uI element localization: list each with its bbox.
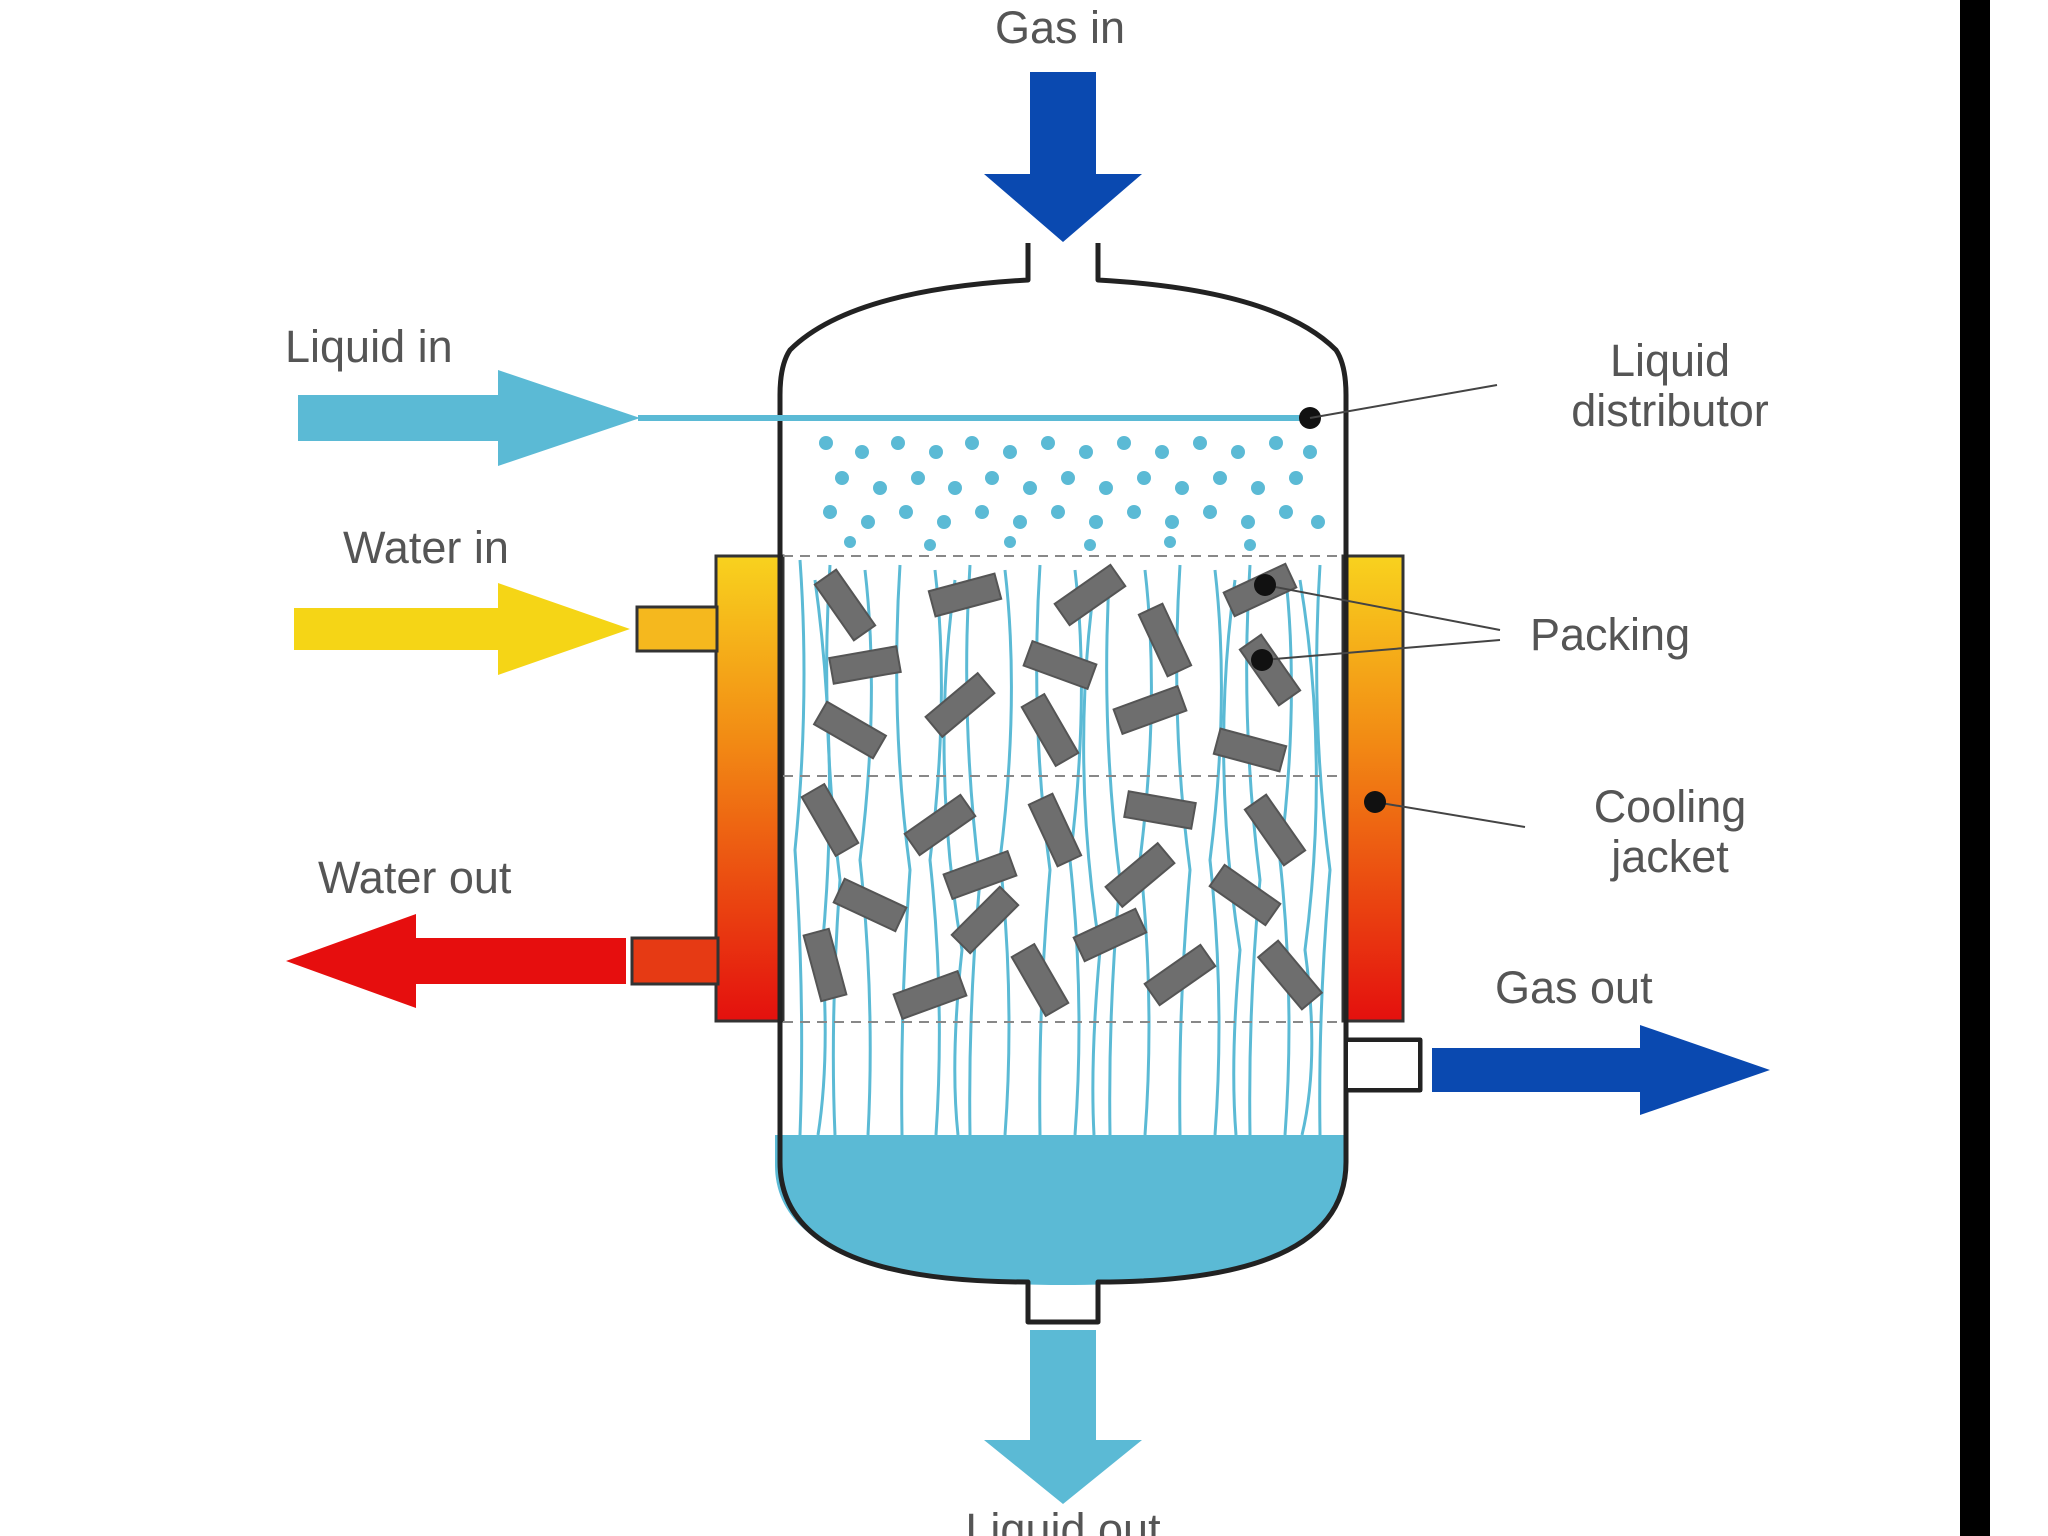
water-out-nozzle: [630, 936, 720, 986]
gas-out-label: Gas out: [1495, 962, 1653, 1013]
cooling-jacket-right: [1341, 554, 1405, 1023]
liquid-droplets: [819, 436, 1325, 551]
liquid-distributor-label-2: distributor: [1571, 385, 1769, 436]
water-in-nozzle: [635, 605, 719, 653]
liquid-pool: [775, 1135, 1344, 1285]
cooling-jacket-label-1: Cooling: [1594, 781, 1747, 832]
liquid-in-arrow: [298, 370, 640, 466]
section-lines: [783, 555, 1343, 1023]
liquid-distributor-label-1: Liquid: [1610, 335, 1730, 386]
water-out-arrow: [286, 914, 626, 1008]
water-out-label: Water out: [318, 852, 512, 903]
packing: [800, 562, 1324, 1021]
gas-out-nozzle: [1344, 1038, 1422, 1092]
gas-in-arrow: [984, 72, 1142, 242]
liquid-out-arrow: [984, 1330, 1142, 1504]
label-leaders: [1261, 384, 1526, 828]
cooling-jacket-label-2: jacket: [1609, 831, 1729, 882]
label-dots: [1251, 574, 1386, 813]
right-border: [1960, 0, 1990, 1536]
gas-in-label: Gas in: [995, 2, 1125, 53]
packing-label: Packing: [1530, 609, 1690, 660]
water-in-label: Water in: [343, 522, 509, 573]
cooling-jacket-left: [714, 554, 785, 1023]
liquid-in-label: Liquid in: [285, 321, 453, 372]
water-in-arrow: [294, 583, 630, 675]
gas-out-arrow: [1432, 1025, 1770, 1115]
liquid-out-label: Liquid out: [965, 1504, 1161, 1536]
vessel-shell: [777, 243, 1423, 1325]
